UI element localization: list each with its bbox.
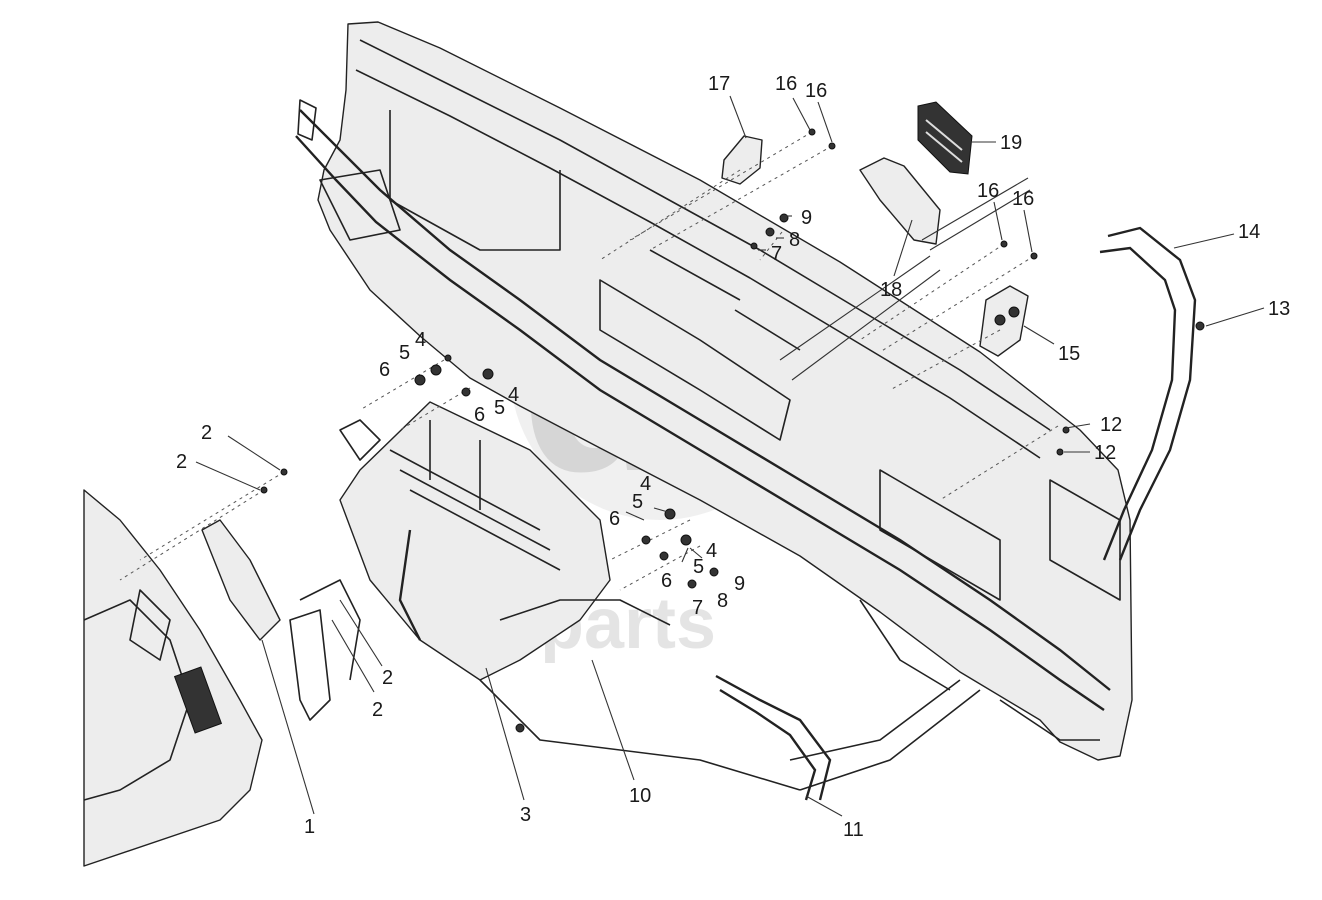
leader-lines	[195, 95, 1265, 817]
assembly-lines	[119, 131, 1059, 591]
callout-5c: 5	[632, 491, 643, 513]
callout-12a: 12	[1100, 414, 1122, 436]
vent-duct-18	[859, 157, 941, 245]
lower-duct	[715, 674, 981, 801]
callout-4d: 4	[706, 540, 717, 562]
callout-5a: 5	[399, 342, 410, 364]
callout-5b: 5	[494, 397, 505, 419]
callout-4b: 4	[508, 384, 519, 406]
callout-16b: 16	[805, 80, 827, 102]
callout-6d: 6	[661, 570, 672, 592]
callout-9a: 9	[801, 207, 812, 229]
callout-19: 19	[1000, 132, 1022, 154]
callout-10: 10	[629, 785, 651, 807]
callout-2a: 2	[201, 422, 212, 444]
callout-6a: 6	[379, 359, 390, 381]
callout-17: 17	[708, 73, 730, 95]
hvac-unit	[339, 401, 801, 791]
callout-2b: 2	[176, 451, 187, 473]
callout-1: 1	[304, 816, 315, 838]
callout-labels: 17 16 16 19 9 8 7 16 16 14 18 13 15 4 5 …	[176, 73, 1290, 841]
callout-14: 14	[1238, 221, 1260, 243]
callout-13: 13	[1268, 298, 1290, 320]
callout-9b: 9	[734, 573, 745, 595]
callout-6b: 6	[474, 404, 485, 426]
callout-4c: 4	[640, 473, 651, 495]
callout-15: 15	[1058, 343, 1080, 365]
callout-5d: 5	[693, 556, 704, 578]
control-bracket	[201, 519, 361, 721]
callout-18: 18	[880, 279, 902, 301]
vent-17	[721, 135, 763, 185]
switch-panel-15	[979, 285, 1029, 357]
callout-4a: 4	[415, 329, 426, 351]
callout-7b: 7	[692, 597, 703, 619]
callout-3: 3	[520, 804, 531, 826]
callout-8b: 8	[717, 590, 728, 612]
instrument-cluster	[83, 489, 263, 867]
callout-12b: 12	[1094, 442, 1116, 464]
callout-7a: 7	[771, 243, 782, 265]
callout-16c: 16	[977, 180, 999, 202]
callout-6c: 6	[609, 508, 620, 530]
callout-2d: 2	[372, 699, 383, 721]
callout-11: 11	[843, 819, 864, 841]
callout-16d: 16	[1012, 188, 1034, 210]
vent-grille-19	[917, 101, 973, 175]
callout-8a: 8	[789, 229, 800, 251]
duct-hose	[1099, 226, 1197, 561]
fasteners	[260, 128, 1205, 733]
dashboard-frame	[295, 21, 1133, 761]
callout-16a: 16	[775, 73, 797, 95]
callout-2c: 2	[382, 667, 393, 689]
